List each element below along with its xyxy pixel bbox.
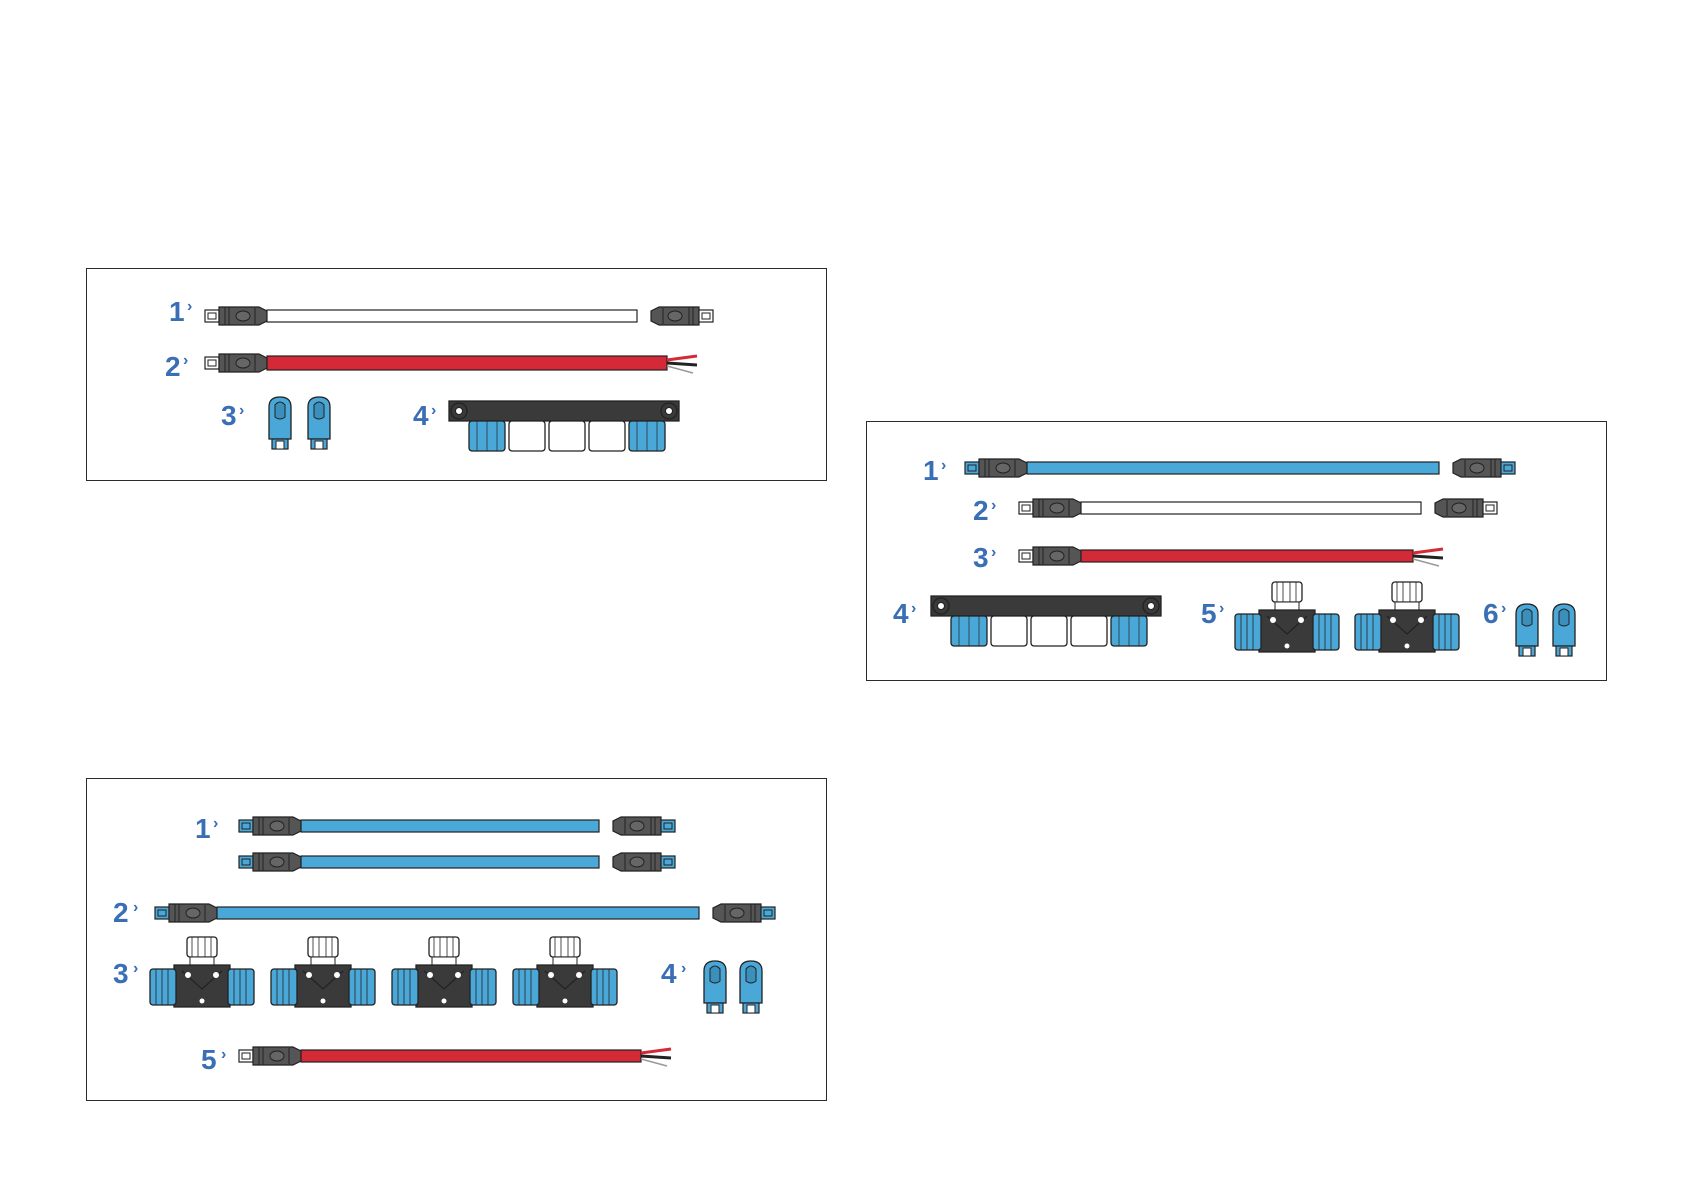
red-power-cable-icon xyxy=(1019,547,1443,566)
callout-arrow: › xyxy=(681,960,686,977)
t-piece-connector-icon xyxy=(1235,582,1459,652)
t-piece-connector-icon xyxy=(150,937,617,1007)
callout-arrow: › xyxy=(187,298,192,315)
five-way-connector-icon xyxy=(931,596,1161,646)
blue-spur-cable-icon xyxy=(965,459,1515,477)
callout-arrow: › xyxy=(1501,600,1506,617)
callout-3: 3 xyxy=(113,958,129,989)
red-power-cable-icon xyxy=(205,354,697,373)
callout-arrow: › xyxy=(239,402,244,419)
callout-arrow: › xyxy=(431,402,436,419)
blue-spur-cable-pair-icon xyxy=(239,817,675,871)
callout-arrow: › xyxy=(221,1046,226,1063)
white-backbone-cable-icon xyxy=(205,307,713,325)
long-blue-cable-icon xyxy=(155,904,775,922)
callout-6: 6 xyxy=(1483,598,1499,629)
callout-1: 1 xyxy=(169,296,185,327)
callout-1: 1 xyxy=(195,813,211,844)
terminator-pair-icon xyxy=(1516,604,1575,656)
five-way-connector-icon xyxy=(449,401,679,451)
callout-arrow: › xyxy=(213,815,218,832)
callout-arrow: › xyxy=(991,544,996,561)
callout-2: 2 xyxy=(165,351,181,382)
callout-2: 2 xyxy=(973,495,989,526)
callout-1: 1 xyxy=(923,455,939,486)
callout-4: 4 xyxy=(893,598,909,629)
callout-arrow: › xyxy=(183,352,188,369)
callout-arrow: › xyxy=(941,457,946,474)
panel-right-figure: 1 › 2 › 3 › 4 › xyxy=(867,422,1608,682)
callout-3: 3 xyxy=(973,542,989,573)
callout-5: 5 xyxy=(201,1044,217,1075)
white-backbone-cable-icon xyxy=(1019,499,1497,517)
panel-top-left: 1 › 2 › 3 › 4 › xyxy=(86,268,827,481)
terminator-pair-icon xyxy=(704,961,762,1013)
callout-2: 2 xyxy=(113,897,129,928)
panel-bottom-left-figure: 1 › 2 › xyxy=(87,779,828,1102)
panel-right: 1 › 2 › 3 › 4 › xyxy=(866,421,1607,681)
panel-bottom-left: 1 › 2 › xyxy=(86,778,827,1101)
callout-4: 4 xyxy=(661,958,677,989)
callout-arrow: › xyxy=(133,899,138,916)
callout-3: 3 xyxy=(221,400,237,431)
callout-arrow: › xyxy=(911,600,916,617)
callout-arrow: › xyxy=(991,497,996,514)
callout-arrow: › xyxy=(133,960,138,977)
panel-top-left-figure: 1 › 2 › 3 › 4 › xyxy=(87,269,828,482)
callout-4: 4 xyxy=(413,400,429,431)
red-power-cable-icon xyxy=(239,1047,671,1066)
terminator-pair-icon xyxy=(269,397,330,449)
callout-5: 5 xyxy=(1201,598,1217,629)
callout-arrow: › xyxy=(1219,600,1224,617)
